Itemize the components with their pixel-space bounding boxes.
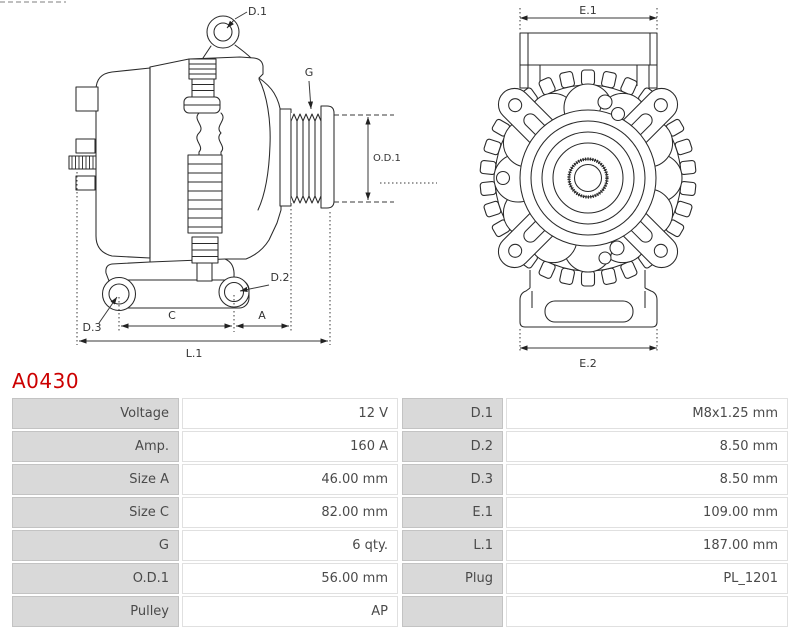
- spec-value: PL_1201: [506, 563, 788, 594]
- spec-label: D.1: [402, 398, 503, 429]
- label-g: G: [305, 66, 314, 79]
- spec-value: 46.00 mm: [182, 464, 398, 495]
- stator-holes: [495, 94, 626, 265]
- label-c: C: [168, 309, 176, 322]
- technical-drawing: D.1 G O.D.1 D.2 D.3 C A L.1 E.1 E.2: [0, 1, 697, 370]
- spec-value: 8.50 mm: [506, 431, 788, 462]
- label-a: A: [258, 309, 266, 322]
- spec-label: Size C: [12, 497, 179, 528]
- spec-value: 6 qty.: [182, 530, 398, 561]
- spec-label: O.D.1: [12, 563, 179, 594]
- front-view-dimensions: [519, 8, 658, 352]
- label-d1: D.1: [248, 5, 267, 18]
- threaded-stud: [68, 155, 97, 170]
- label-e1: E.1: [579, 4, 596, 17]
- side-view: [68, 15, 335, 312]
- label-od1: O.D.1: [373, 153, 401, 164]
- spec-value: 82.00 mm: [182, 497, 398, 528]
- spec-label: Pulley: [12, 596, 179, 627]
- spec-row: [402, 596, 788, 627]
- spec-value: [506, 596, 788, 627]
- spec-value: 56.00 mm: [182, 563, 398, 594]
- spec-value: 8.50 mm: [506, 464, 788, 495]
- spec-label: D.2: [402, 431, 503, 462]
- diagram-labels: D.1 G O.D.1 D.2 D.3 C A L.1 E.1 E.2: [83, 4, 597, 370]
- label-l1: L.1: [186, 347, 203, 360]
- spec-label: Plug: [402, 563, 503, 594]
- part-number: A0430: [12, 369, 80, 393]
- spec-label: E.1: [402, 497, 503, 528]
- spec-row: Amp.160 A: [12, 431, 398, 462]
- spec-label: Amp.: [12, 431, 179, 462]
- label-d2: D.2: [271, 271, 290, 284]
- pulley-hub: [519, 109, 657, 247]
- spec-label: Size A: [12, 464, 179, 495]
- spec-value: M8x1.25 mm: [506, 398, 788, 429]
- front-view: [479, 32, 697, 328]
- spec-value: 187.00 mm: [506, 530, 788, 561]
- spec-value: AP: [182, 596, 398, 627]
- side-view-dimensions: [76, 11, 437, 345]
- spec-label: [402, 596, 503, 627]
- spec-value: 109.00 mm: [506, 497, 788, 528]
- spec-label: G: [12, 530, 179, 561]
- label-d3: D.3: [83, 321, 102, 334]
- spec-label: Voltage: [12, 398, 179, 429]
- label-e2: E.2: [579, 357, 596, 370]
- spec-value: 12 V: [182, 398, 398, 429]
- spec-value: 160 A: [182, 431, 398, 462]
- spec-label: D.3: [402, 464, 503, 495]
- spec-label: L.1: [402, 530, 503, 561]
